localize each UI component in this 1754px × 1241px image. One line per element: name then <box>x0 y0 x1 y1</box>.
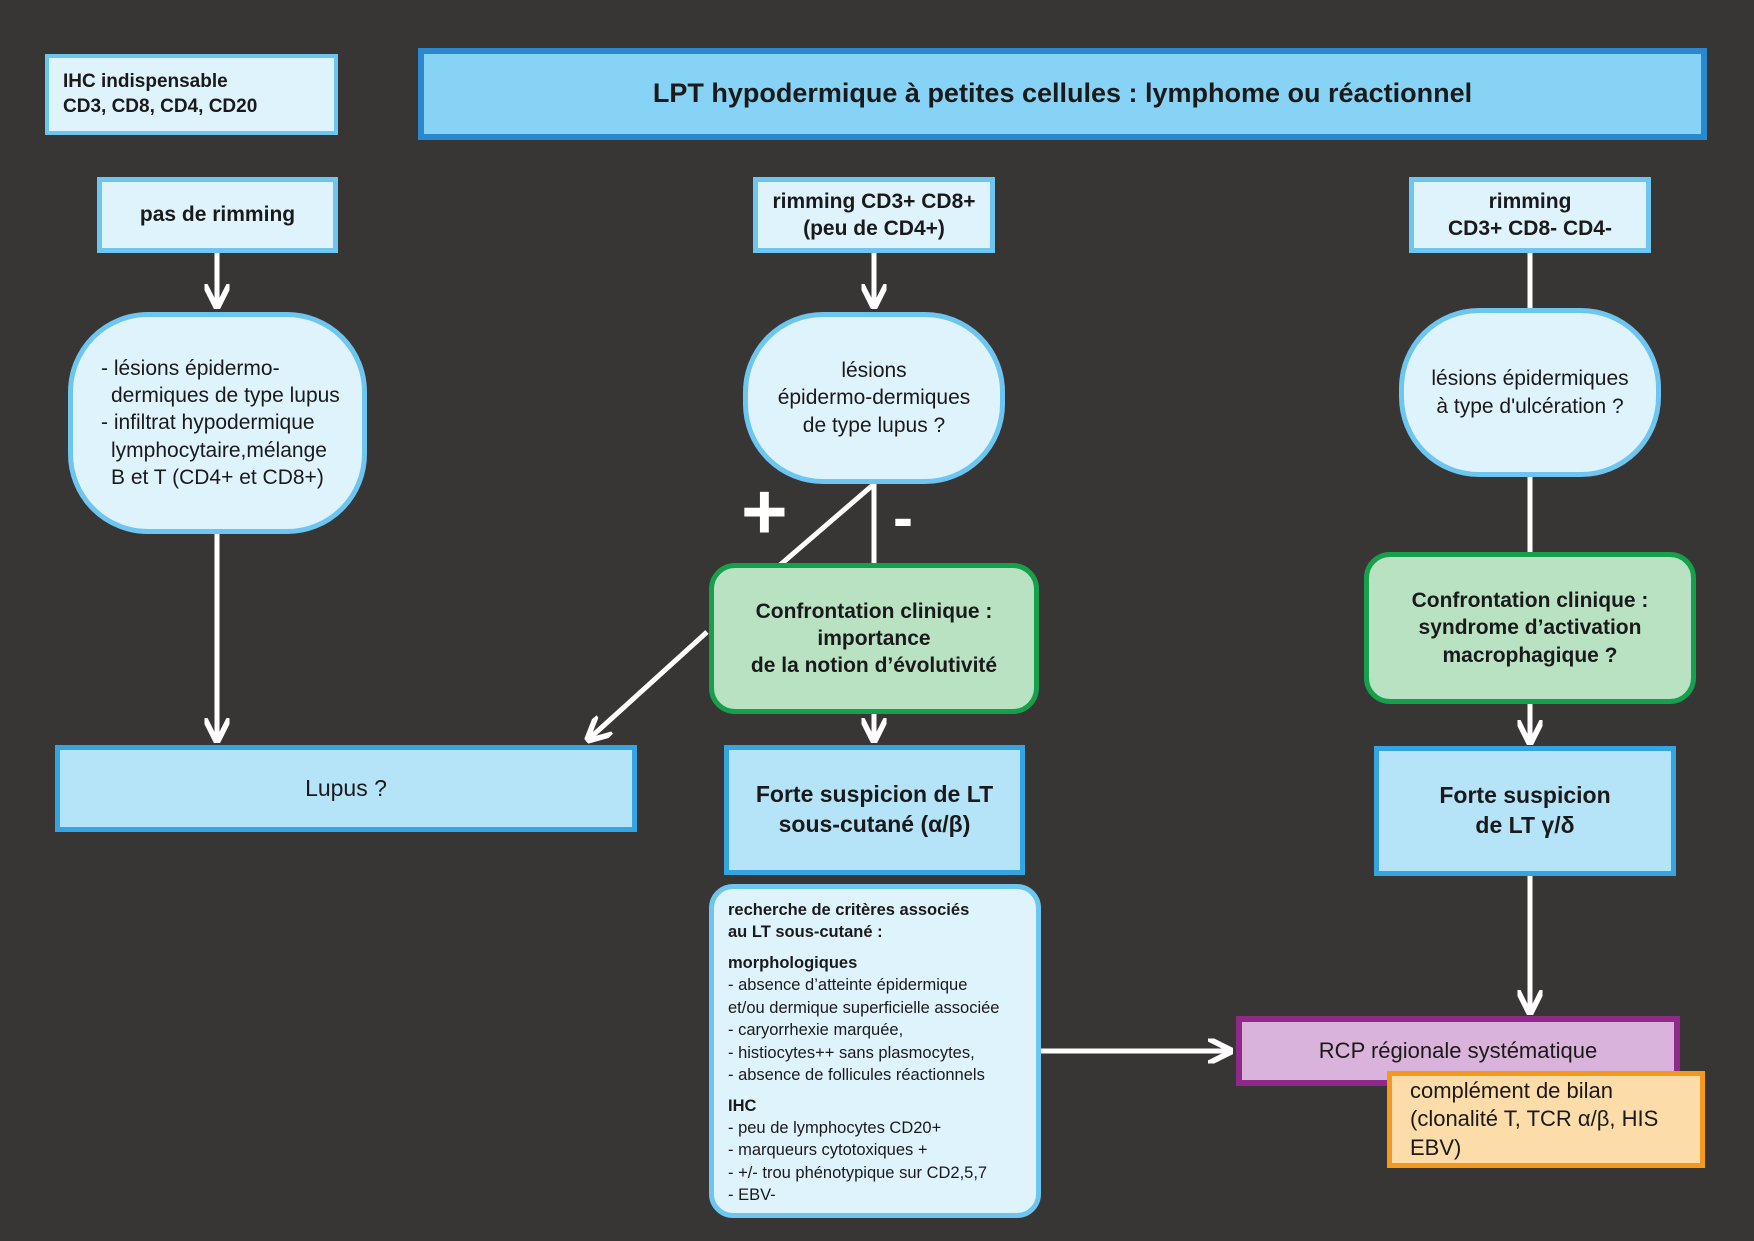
middle-oval-line-3: de type lupus ? <box>802 413 946 437</box>
left-oval-line-1: - lésions épidermo- <box>101 356 280 380</box>
left-oval-line-4: lymphocytaire,mélange <box>111 438 327 462</box>
middle-result-line2: sous-cutané (α/β) <box>778 811 971 837</box>
left-oval-line-2: dermiques de type lupus <box>111 384 340 408</box>
criteria-morpho-item: - absence de follicules réactionnels <box>728 1066 985 1085</box>
right-clinical-line-1: Confrontation clinique : <box>1411 589 1649 613</box>
criteria-morpho-item: - absence d’atteinte épidermique <box>728 976 968 995</box>
middle-clinical-line-1: Confrontation clinique : <box>755 599 993 623</box>
right-clinical-line-2: syndrome d’activation <box>1418 616 1642 640</box>
right-oval-line-2: à type d'ulcération ? <box>1436 394 1624 418</box>
middle-result-line1: Forte suspicion de LT <box>755 781 994 808</box>
middle-oval-line-2: épidermo-dermiques <box>777 386 971 410</box>
left-oval-line-3: - infiltrat hypodermique <box>101 411 315 435</box>
criteria-morpho-item: - histiocytes++ sans plasmocytes, <box>728 1043 975 1062</box>
right-result-box: Forte suspicion de LT γ/δ <box>1374 746 1676 876</box>
criteria-morpho-item: - caryorrhexie marquée, <box>728 1021 904 1040</box>
connector-plus-branch <box>778 482 876 567</box>
middle-header-line2: (peu de CD4+) <box>803 217 945 240</box>
right-header-line1: rimming <box>1488 189 1572 213</box>
ihc-note-box: IHC indispensable CD3, CD8, CD4, CD20 <box>45 54 338 135</box>
middle-header-box: rimming CD3+ CD8+ (peu de CD4+) <box>753 177 995 253</box>
right-oval: lésions épidermiques à type d'ulcération… <box>1399 308 1661 477</box>
minus-label: - <box>893 484 913 551</box>
criteria-heading-line2: au LT sous-cutané : <box>728 923 883 942</box>
left-oval-line-5: B et T (CD4+ et CD8+) <box>111 465 324 489</box>
criteria-box: recherche de critères associés au LT sou… <box>709 884 1041 1218</box>
middle-clinical-line-2: importance <box>817 626 931 650</box>
bilan-line2: (clonalité T, TCR α/β, HIS EBV) <box>1410 1106 1659 1160</box>
criteria-ihc-item: - +/- trou phénotypique sur CD2,5,7 <box>728 1163 988 1182</box>
arrow-plus-to-lupus <box>590 630 709 738</box>
bilan-box: complément de bilan (clonalité T, TCR α/… <box>1387 1071 1705 1168</box>
right-header-line2: CD3+ CD8- CD4- <box>1448 217 1612 240</box>
right-oval-line-1: lésions épidermiques <box>1431 367 1629 391</box>
right-clinical-box: Confrontation clinique : syndrome d’acti… <box>1364 552 1696 704</box>
right-header-box: rimming CD3+ CD8- CD4- <box>1409 177 1651 253</box>
left-header-box: pas de rimming <box>97 177 338 253</box>
right-clinical-line-3: macrophagique ? <box>1442 643 1618 667</box>
lupus-result-box: Lupus ? <box>55 745 637 832</box>
criteria-ihc-item: - EBV- <box>728 1186 776 1205</box>
criteria-ihc-item: - peu de lymphocytes CD20+ <box>728 1118 942 1137</box>
middle-result-box: Forte suspicion de LT sous-cutané (α/β) <box>724 745 1025 875</box>
right-result-line2: de LT γ/δ <box>1475 812 1575 838</box>
middle-oval: lésions épidermo-dermiques de type lupus… <box>743 312 1005 484</box>
plus-label: + <box>741 467 788 556</box>
criteria-morpho-heading: morphologiques <box>728 953 858 972</box>
bilan-line1: complément de bilan <box>1410 1077 1614 1103</box>
middle-header-line1: rimming CD3+ CD8+ <box>772 189 976 213</box>
left-oval: - lésions épidermo- dermiques de type lu… <box>68 312 367 534</box>
middle-clinical-box: Confrontation clinique : importance de l… <box>709 563 1039 714</box>
criteria-morpho-item: et/ou dermique superficielle associée <box>728 998 1000 1017</box>
criteria-ihc-heading: IHC <box>728 1096 757 1115</box>
criteria-heading-line1: recherche de critères associés <box>728 901 970 919</box>
criteria-ihc-item: - marqueurs cytotoxiques + <box>728 1141 928 1160</box>
right-result-line1: Forte suspicion <box>1439 782 1611 809</box>
ihc-note-line1: IHC indispensable <box>63 70 228 92</box>
middle-oval-line-1: lésions <box>841 359 907 383</box>
ihc-note-line2: CD3, CD8, CD4, CD20 <box>63 95 258 117</box>
middle-clinical-line-3: de la notion d’évolutivité <box>750 654 998 678</box>
diagram-title: LPT hypodermique à petites cellules : ly… <box>418 48 1707 140</box>
